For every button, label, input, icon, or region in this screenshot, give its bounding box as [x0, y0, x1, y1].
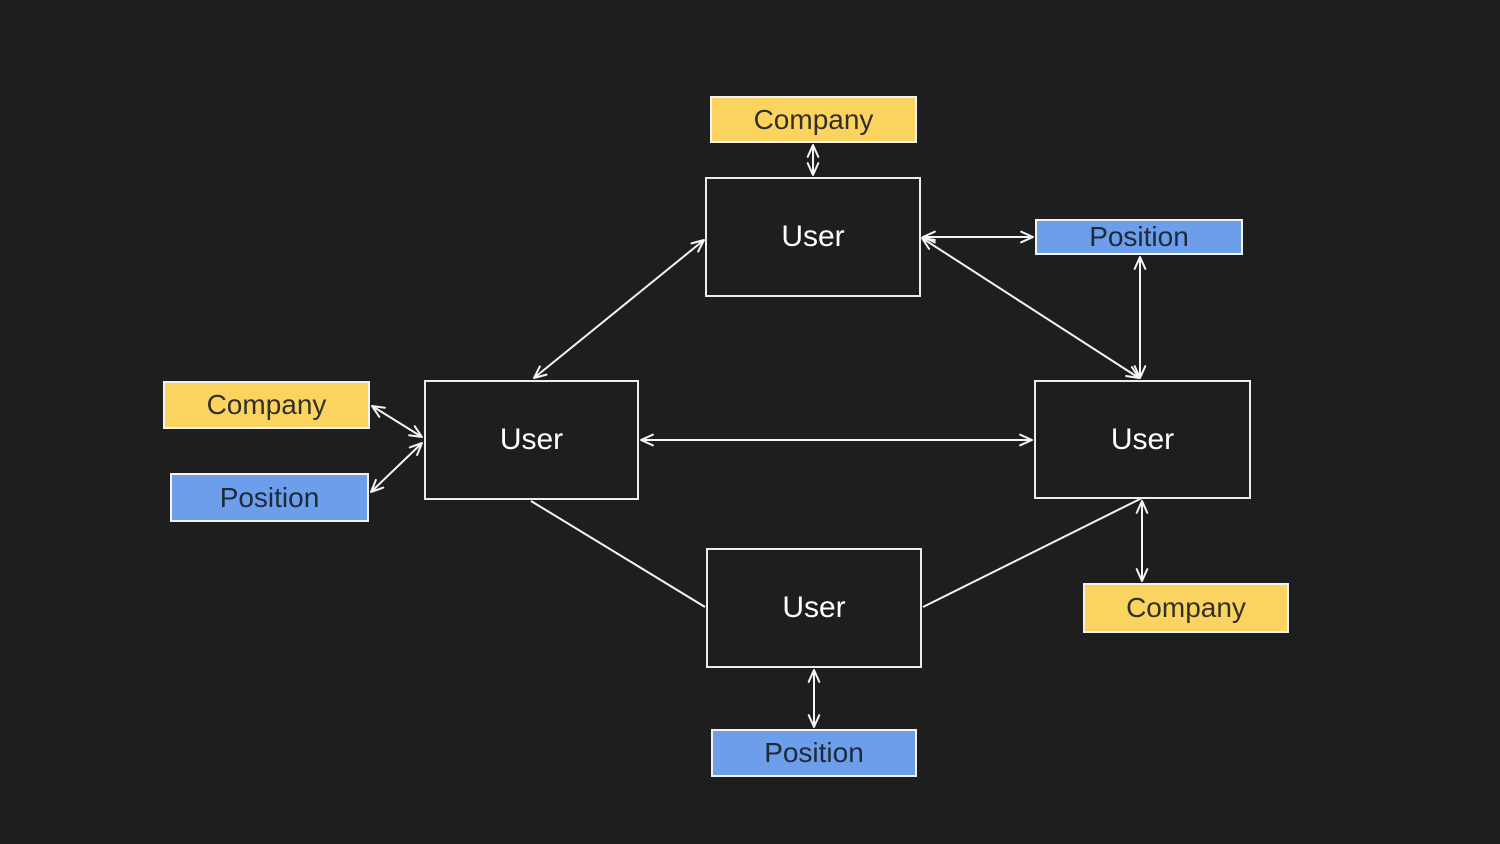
- arrowhead-icon: [408, 442, 423, 457]
- arrowhead-icon: [533, 365, 548, 379]
- node-position-top-right: Position: [1035, 219, 1243, 255]
- node-label: User: [782, 591, 846, 624]
- node-label: Position: [1089, 221, 1189, 252]
- node-label: Position: [219, 481, 320, 513]
- arrowhead-icon: [1125, 366, 1140, 379]
- arrowhead-icon: [690, 239, 705, 253]
- arrowhead-icon: [408, 425, 423, 438]
- node-label: User: [1110, 422, 1175, 456]
- node-user-bottom: User: [706, 548, 922, 668]
- arrowhead-icon: [1135, 500, 1149, 514]
- arrowhead-icon: [1133, 256, 1147, 270]
- edge-user-middle-left--user-bottom: [530, 500, 706, 608]
- node-position-left: Position: [170, 473, 369, 522]
- node-position-bottom: Position: [711, 729, 917, 777]
- arrowhead-icon: [922, 230, 936, 244]
- arrowhead-icon: [807, 714, 821, 728]
- edge-company-left--user-middle-left: [371, 405, 423, 438]
- node-label: Company: [753, 103, 874, 135]
- arrowhead-icon: [921, 237, 936, 250]
- arrowhead-icon: [1019, 433, 1033, 447]
- arrowhead-icon: [640, 433, 654, 447]
- node-label: User: [781, 220, 845, 253]
- node-label: Company: [206, 389, 327, 420]
- node-user-top: User: [705, 177, 921, 297]
- arrowhead-icon: [1135, 568, 1149, 582]
- node-label: Company: [1126, 592, 1246, 623]
- node-user-middle-right: User: [1034, 380, 1251, 499]
- arrowhead-icon: [807, 669, 821, 683]
- edge-position-left--user-middle-left: [370, 442, 423, 493]
- arrowhead-icon: [806, 162, 820, 176]
- arrowhead-icon: [371, 405, 386, 418]
- arrowhead-icon: [1020, 230, 1034, 244]
- node-company-top: Company: [710, 96, 917, 143]
- node-company-bottom-right: Company: [1083, 583, 1289, 633]
- edge-user-top--user-middle-right: [921, 237, 1140, 379]
- node-company-left: Company: [163, 381, 370, 429]
- arrowhead-icon: [806, 144, 820, 158]
- node-label: Position: [764, 737, 864, 768]
- edge-user-top--user-middle-left: [533, 239, 705, 379]
- edge-user-bottom--user-middle-right: [922, 497, 1143, 608]
- arrowhead-icon: [370, 478, 385, 493]
- node-user-middle-left: User: [424, 380, 639, 500]
- node-label: User: [499, 423, 564, 456]
